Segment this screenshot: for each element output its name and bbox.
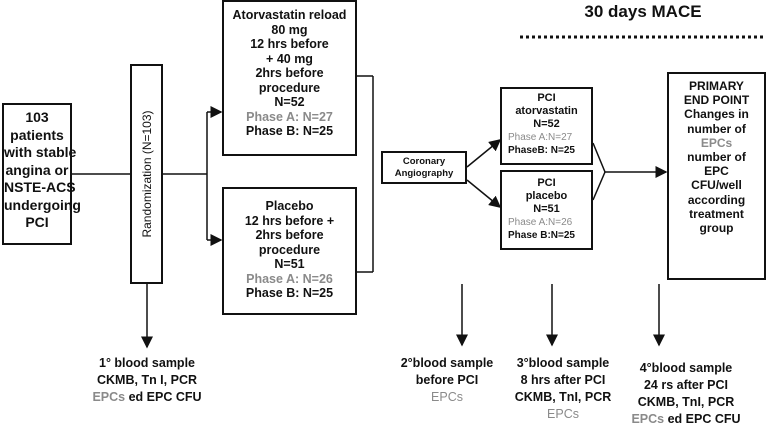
pci-placebo-line: placebo bbox=[525, 190, 568, 202]
patients-line: NSTE-ACS bbox=[4, 179, 76, 195]
randomization-label: Randomization (N=103) bbox=[139, 110, 154, 238]
pci-placebo-line: N=51 bbox=[533, 203, 560, 215]
placebo-box: Placebo 12 hrs before + 2hrs before proc… bbox=[222, 187, 357, 315]
sample-3-line2: 8 hrs after PCI bbox=[520, 373, 606, 387]
placebo-phase-b: Phase B: N=25 bbox=[245, 286, 334, 300]
line-pci-placebo-to-merge bbox=[592, 171, 606, 201]
arrow-to-pci-placebo bbox=[466, 179, 502, 208]
blood-sample-4: 4°blood sample 24 rs after PCI CKMB, TnI… bbox=[622, 360, 750, 428]
sample-3-markers: CKMB, TnI, PCR bbox=[514, 390, 612, 404]
patients-box: 103 patients with stable angina or NSTE-… bbox=[2, 103, 81, 245]
sample-3-epcs: EPCs bbox=[547, 407, 579, 421]
endpoint-epcs: EPCs bbox=[700, 135, 733, 150]
endpoint-line: END POINT bbox=[683, 93, 750, 108]
atorvastatin-line: + 40 mg bbox=[266, 51, 313, 66]
atorvastatin-phase-b: Phase B: N=25 bbox=[245, 124, 334, 138]
sample-2-epcs: EPCs bbox=[431, 390, 463, 404]
blood-sample-1: 1° blood sample CKMB, Tn I, PCR EPCs ed … bbox=[82, 355, 212, 406]
pci-atorvastatin-line: PCI bbox=[537, 92, 556, 104]
endpoint-line: according bbox=[687, 192, 746, 207]
sample-4-line2: 24 rs after PCI bbox=[643, 378, 729, 392]
endpoint-line: group bbox=[699, 221, 734, 236]
angiography-line: Angiography bbox=[394, 168, 454, 179]
pci-atorvastatin-line: N=52 bbox=[533, 118, 560, 130]
endpoint-line: Changes in bbox=[684, 107, 749, 122]
sample-4-markers: CKMB, TnI, PCR bbox=[637, 395, 735, 409]
sample-4-title: 4°blood sample bbox=[639, 361, 733, 375]
patients-line: undergoing bbox=[4, 196, 81, 213]
endpoint-box: PRIMARY END POINT Changes in number of E… bbox=[667, 72, 766, 280]
angiography-line: Coronary bbox=[402, 156, 446, 167]
blood-sample-2: 2°blood sample before PCI EPCs bbox=[392, 355, 502, 406]
arrow-to-pci-atorvastatin bbox=[466, 139, 502, 168]
placebo-line: 2hrs before bbox=[255, 228, 324, 242]
endpoint-line: number of bbox=[687, 121, 746, 136]
line-pci-atorvastatin-to-merge bbox=[592, 142, 606, 173]
blood-sample-3: 3°blood sample 8 hrs after PCI CKMB, TnI… bbox=[503, 355, 623, 423]
patients-line: PCI bbox=[25, 214, 49, 230]
endpoint-line: PRIMARY bbox=[689, 79, 744, 93]
pci-atorvastatin-line: atorvastatin bbox=[515, 105, 578, 117]
pci-placebo-phase-a: Phase A:N=26 bbox=[508, 217, 573, 228]
placebo-line: 12 hrs before + bbox=[244, 213, 335, 228]
placebo-line: Placebo bbox=[265, 199, 314, 213]
sample-1-epcs: EPCs bbox=[92, 390, 126, 404]
atorvastatin-line: Atorvastatin reload bbox=[232, 8, 347, 22]
atorvastatin-line: 80 mg bbox=[271, 22, 308, 37]
sample-2-title: 2°blood sample bbox=[400, 356, 494, 370]
placebo-line: N=51 bbox=[274, 257, 305, 271]
sample-3-title: 3°blood sample bbox=[516, 356, 610, 370]
pci-atorvastatin-phase-a: Phase A:N=27 bbox=[508, 132, 573, 143]
pci-placebo-phase-b: Phase B:N=25 bbox=[508, 230, 575, 241]
atorvastatin-box: Atorvastatin reload 80 mg 12 hrs before … bbox=[222, 0, 357, 156]
atorvastatin-line: N=52 bbox=[274, 95, 305, 109]
sample-2-line2: before PCI bbox=[415, 373, 479, 387]
endpoint-line: treatment bbox=[689, 206, 744, 221]
sample-4-epcs: EPCs bbox=[631, 412, 665, 426]
placebo-line: procedure bbox=[258, 242, 321, 257]
endpoint-line: CFU/well bbox=[691, 178, 742, 193]
randomization-box: Randomization (N=103) bbox=[130, 64, 163, 284]
patients-line: patients bbox=[10, 126, 64, 143]
atorvastatin-line: 2hrs before bbox=[255, 66, 324, 80]
angiography-box: Coronary Angiography bbox=[381, 151, 467, 184]
sample-1-markers: CKMB, Tn I, PCR bbox=[97, 373, 197, 387]
sample-1-extra: ed EPC CFU bbox=[125, 390, 202, 404]
atorvastatin-line: procedure bbox=[258, 80, 321, 95]
endpoint-line: EPC bbox=[704, 164, 729, 179]
sample-1-title: 1° blood sample bbox=[99, 356, 195, 370]
sample-4-extra: ed EPC CFU bbox=[664, 412, 741, 426]
placebo-phase-a: Phase A: N=26 bbox=[246, 271, 333, 286]
patients-line: angina or bbox=[5, 161, 69, 178]
atorvastatin-phase-a: Phase A: N=27 bbox=[246, 109, 333, 124]
mace-title: 30 days MACE bbox=[584, 2, 702, 21]
pci-placebo-line: PCI bbox=[537, 177, 556, 189]
patients-line: 103 bbox=[25, 109, 49, 125]
sample-4-epc-line: EPCs ed EPC CFU bbox=[622, 411, 750, 428]
pci-atorvastatin-box: PCI atorvastatin N=52 Phase A:N=27 Phase… bbox=[500, 87, 593, 165]
pci-atorvastatin-phase-b: PhaseB: N=25 bbox=[508, 145, 575, 156]
pci-placebo-box: PCI placebo N=51 Phase A:N=26 Phase B:N=… bbox=[500, 170, 593, 250]
patients-line: with stable bbox=[4, 144, 77, 160]
endpoint-line: number of bbox=[687, 150, 746, 165]
atorvastatin-line: 12 hrs before bbox=[250, 37, 329, 51]
sample-1-epc-line: EPCs ed EPC CFU bbox=[82, 389, 212, 406]
